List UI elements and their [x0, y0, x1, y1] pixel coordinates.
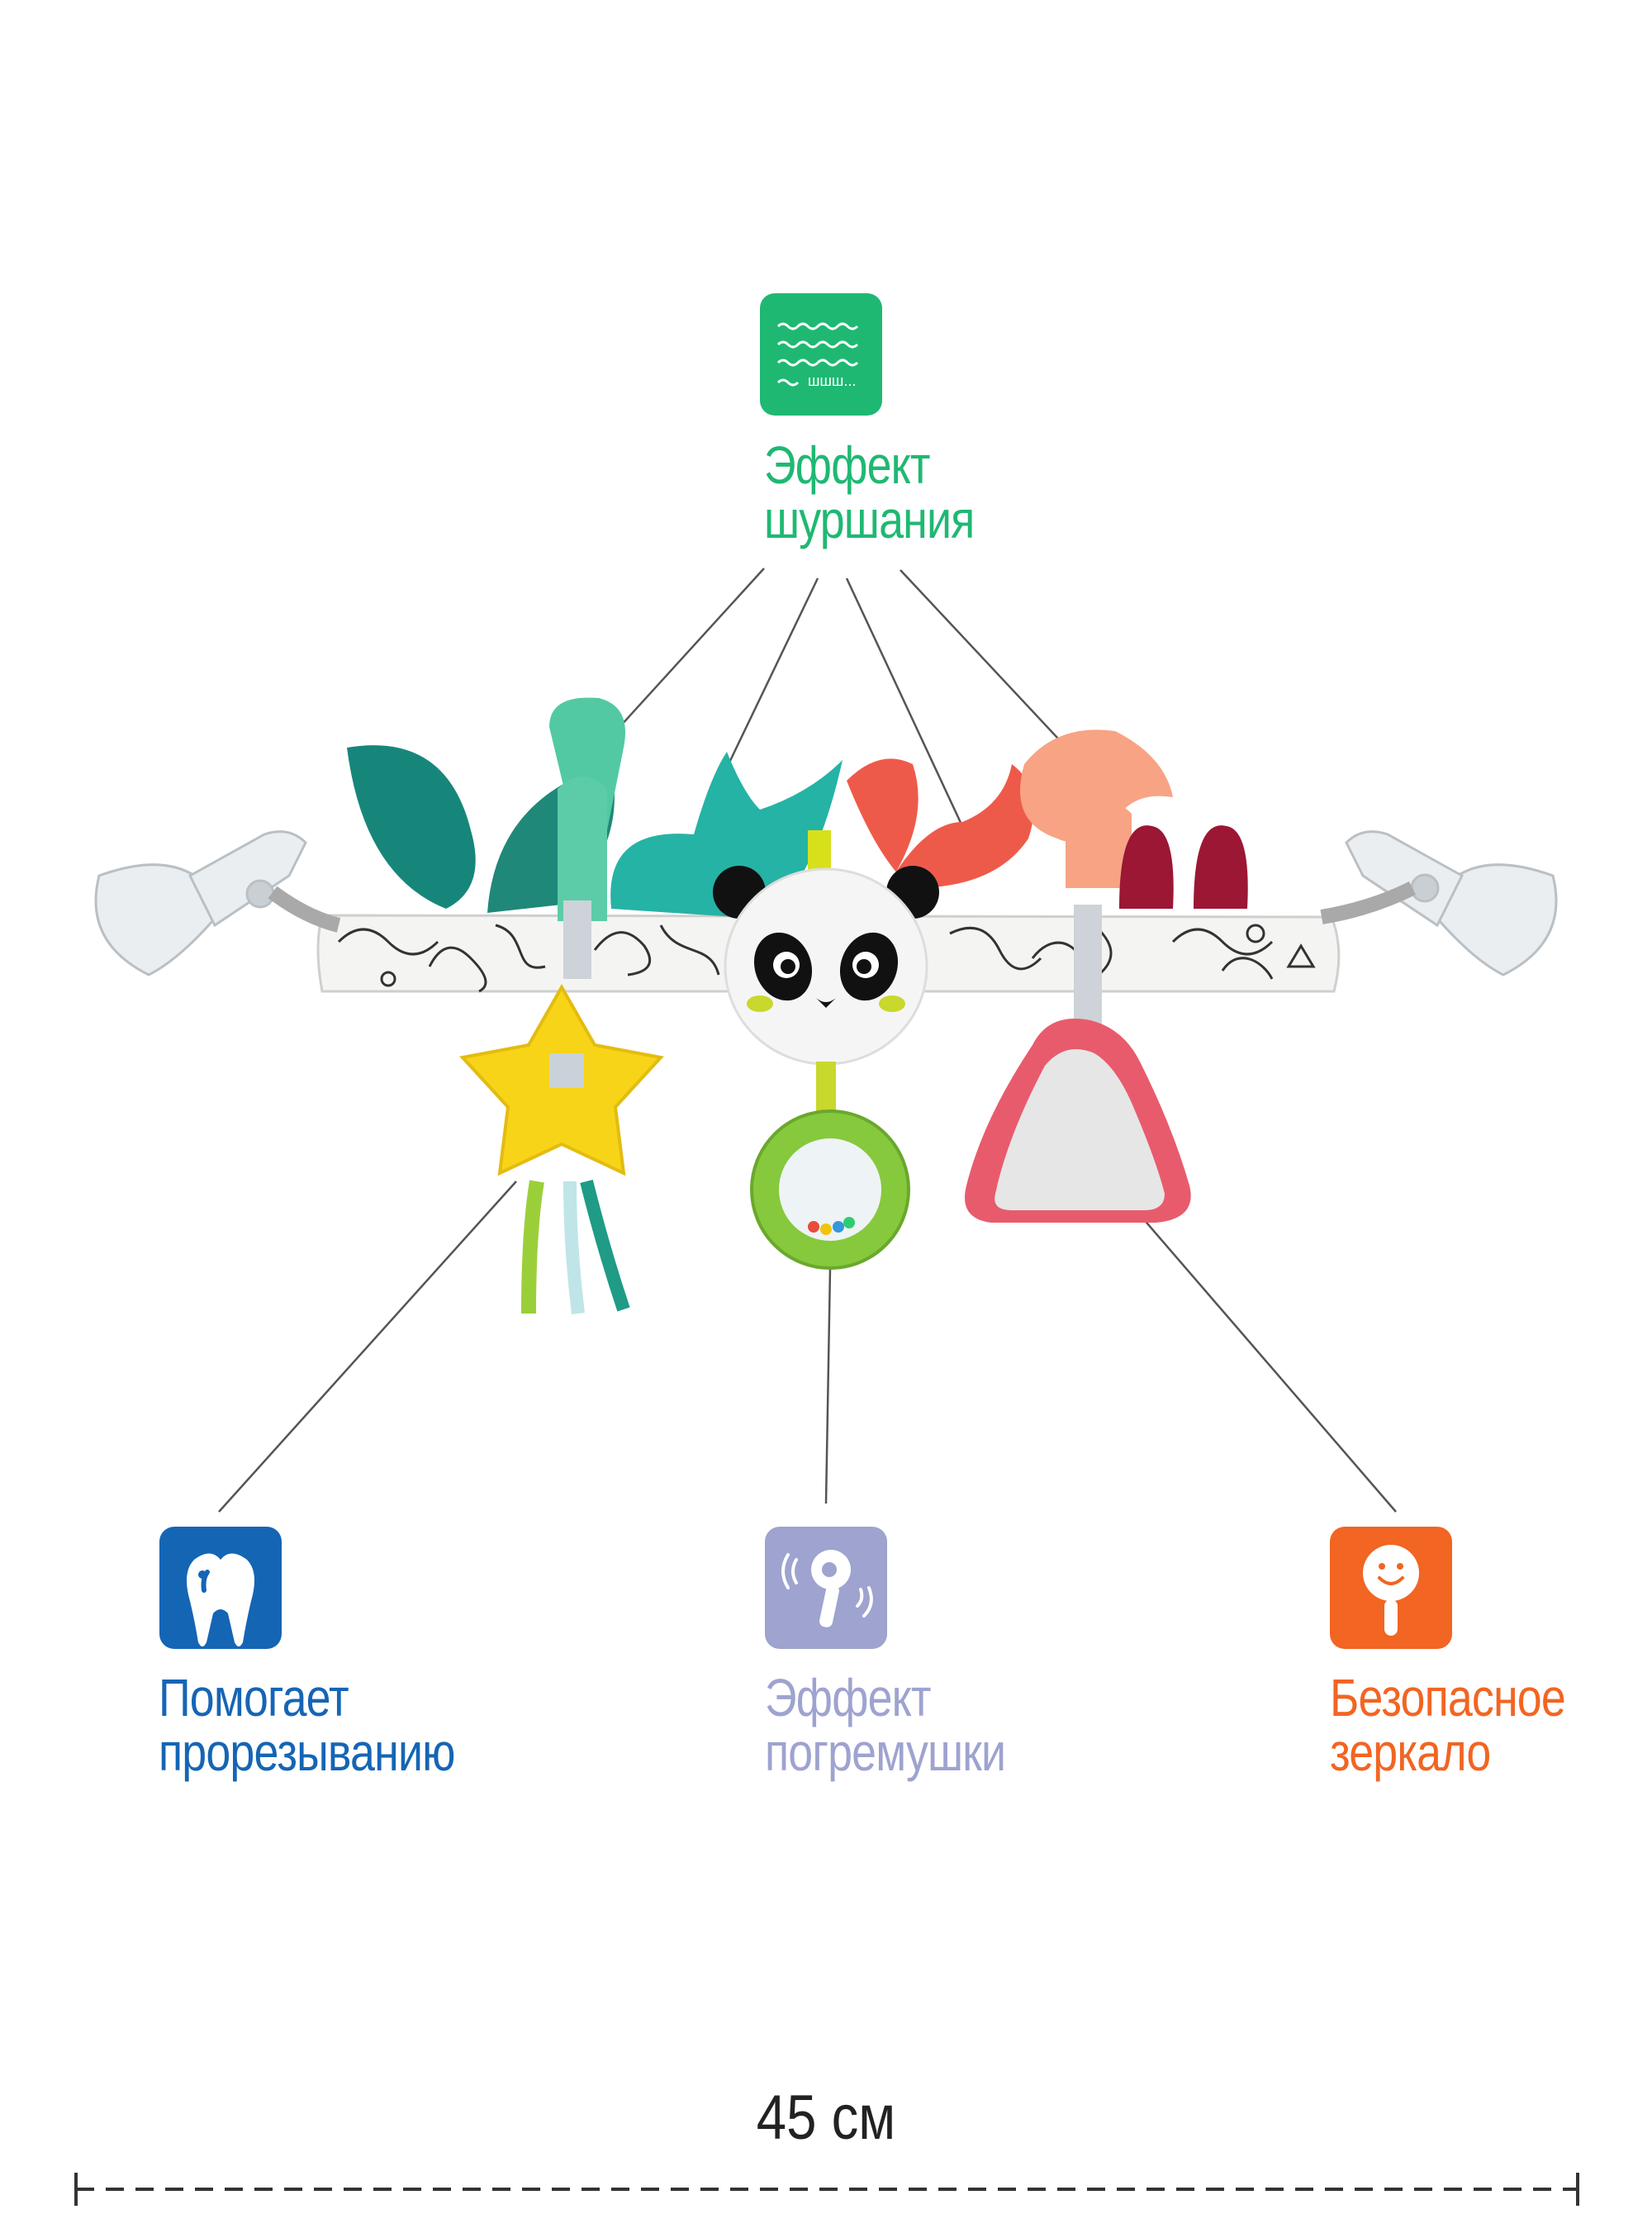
rustle-label: Эффект шуршания [764, 435, 975, 549]
mint-strip [558, 777, 607, 921]
panda-head [713, 866, 939, 1066]
wave-lines-icon [776, 322, 859, 387]
tooth-shape [187, 1553, 254, 1646]
rattle-ring [750, 1062, 910, 1270]
coral-leaf [847, 758, 1034, 888]
rattle-shape [781, 1550, 873, 1627]
mirror-label-line1: Безопасное [1330, 1668, 1566, 1727]
turquoise-leaf [610, 752, 843, 917]
rustle-label-line1: Эффект [764, 435, 931, 495]
connector-mirror [1110, 1181, 1397, 1513]
mirror [965, 1019, 1191, 1223]
dark-teal-leaf [347, 745, 476, 909]
left-clip [94, 830, 341, 976]
mirror-label: Безопасное зеркало [1330, 1668, 1566, 1782]
connector-rattle [824, 1267, 832, 1504]
peach-strip [1066, 799, 1132, 888]
right-clip [1320, 830, 1558, 976]
dimension-label: 45 см [756, 2083, 896, 2153]
connector-rustle-4 [900, 569, 1083, 765]
connector-rustle-2 [717, 577, 819, 786]
rattle-icon [765, 1527, 887, 1649]
tooth-icon [159, 1527, 282, 1649]
mirror-label-line2: зеркало [1330, 1722, 1491, 1782]
rustle-icon: шшш... [760, 293, 882, 416]
peach-leaf [1020, 729, 1173, 843]
rattle-label-line2: погремушки [765, 1722, 1006, 1782]
teething-label: Помогает прорезыванию [159, 1670, 455, 1779]
connector-teething [218, 1181, 517, 1513]
mirror-icon [1330, 1527, 1452, 1649]
burgundy-loop-1 [1119, 825, 1174, 909]
star-strap [563, 900, 591, 979]
rattle-label-line1: Эффект [765, 1668, 932, 1727]
burgundy-loop-2 [1194, 825, 1248, 909]
teething-label-line2: прорезыванию [159, 1722, 455, 1782]
dimension-line [74, 2173, 1579, 2206]
connector-rustle-3 [845, 577, 964, 827]
teething-label-line1: Помогает [159, 1668, 349, 1727]
rattle-label: Эффект погремушки [765, 1668, 1006, 1782]
rustle-icon-text: шшш... [808, 373, 857, 389]
star-teether [459, 983, 664, 1314]
hand-mirror-shape [1363, 1545, 1419, 1636]
rustle-label-line2: шуршания [764, 490, 975, 549]
